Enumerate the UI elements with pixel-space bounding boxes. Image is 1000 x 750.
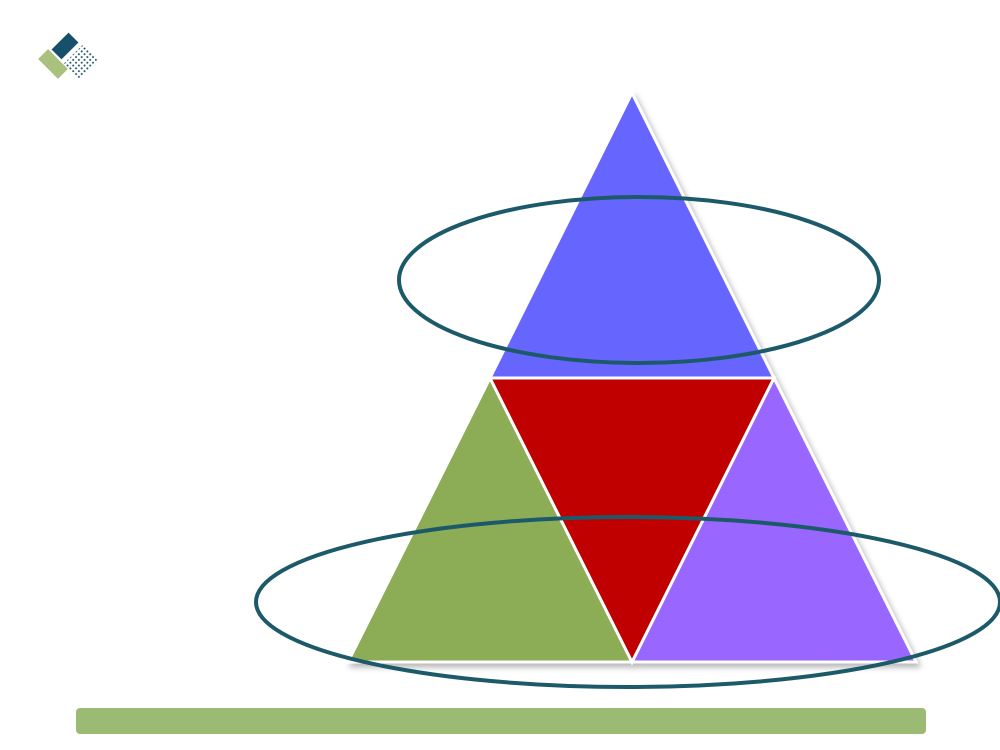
logo-light-block [38,49,68,79]
top-triangle [487,89,777,380]
logo-dotted-block [63,44,99,80]
logo-dark-block [51,32,79,60]
top-ellipse-outline [397,195,881,365]
bottom-ellipse-outline [254,515,1000,689]
logo-icon [38,32,99,80]
footer-bar [76,708,926,734]
